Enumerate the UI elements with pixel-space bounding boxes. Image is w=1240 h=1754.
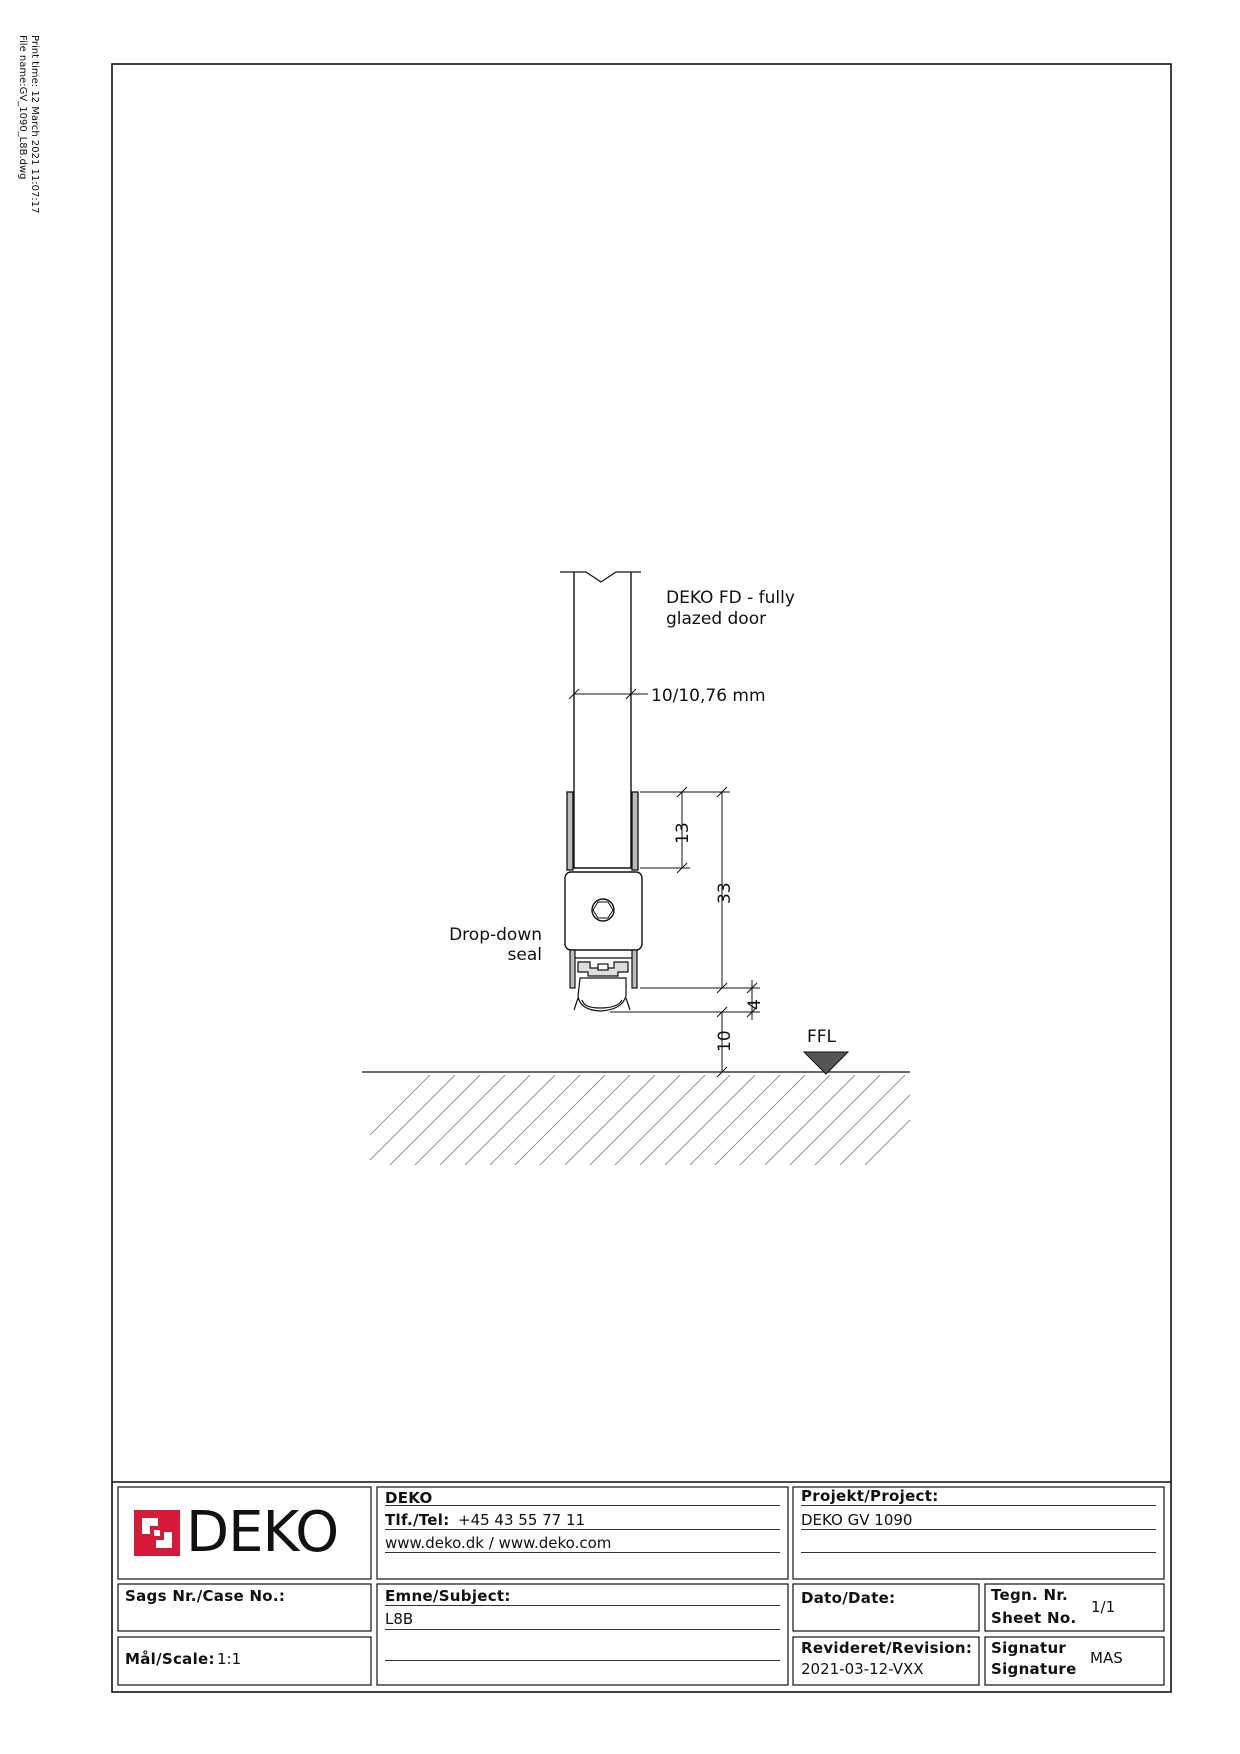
drop-down-seal-mechanism	[564, 871, 643, 951]
scale-value: 1:1	[217, 1650, 242, 1668]
company-name: DEKO	[385, 1489, 433, 1507]
case-label: Sags Nr./Case No.:	[125, 1587, 286, 1605]
ffl-marker-icon	[802, 1051, 850, 1075]
date-label: Dato/Date:	[801, 1589, 896, 1607]
revision-value: 2021-03-12-VXX	[801, 1660, 924, 1678]
title-block-frame	[112, 1481, 1171, 1686]
dim-10: 10	[715, 1030, 735, 1052]
thickness-dimension	[568, 688, 648, 700]
tel-value: +45 43 55 77 11	[458, 1511, 586, 1529]
sheet-border	[111, 63, 1172, 1693]
glazed-door	[560, 571, 641, 868]
deko-logo-icon	[134, 1510, 180, 1556]
sheet-label-1: Tegn. Nr.	[991, 1586, 1068, 1604]
ffl-label: FFL	[807, 1027, 837, 1047]
channel-profile	[566, 791, 639, 871]
subject-label: Emne/Subject:	[385, 1587, 511, 1605]
sheet-value: 1/1	[1091, 1598, 1116, 1616]
dim-13: 13	[673, 822, 693, 844]
scale-label: Mål/Scale:	[125, 1650, 215, 1668]
dim-4: 4	[745, 999, 765, 1010]
signature-value: MAS	[1090, 1649, 1123, 1667]
signature-label-2: Signature	[991, 1660, 1077, 1678]
sheet-label-2: Sheet No.	[991, 1609, 1077, 1627]
revision-label: Revideret/Revision:	[801, 1639, 973, 1657]
door-label-2: glazed door	[666, 609, 766, 629]
thickness-label: 10/10,76 mm	[651, 686, 766, 706]
signature-label-1: Signatur	[991, 1639, 1067, 1657]
vertical-dimensions	[610, 786, 760, 1078]
seal-label-1: Drop-down	[449, 925, 542, 945]
dim-33: 33	[715, 882, 735, 904]
seal-label-2: seal	[508, 945, 542, 965]
subject-value: L8B	[385, 1610, 414, 1628]
finished-floor	[362, 1071, 910, 1165]
door-label-1: DEKO FD - fully	[666, 588, 795, 608]
seal-profile	[569, 949, 638, 1012]
web-address: www.deko.dk / www.deko.com	[385, 1534, 612, 1552]
project-value: DEKO GV 1090	[801, 1511, 913, 1529]
project-label: Projekt/Project:	[801, 1487, 939, 1505]
tel-label: Tlf./Tel:	[385, 1511, 450, 1529]
deko-logo-text: DEKO	[186, 1500, 339, 1565]
